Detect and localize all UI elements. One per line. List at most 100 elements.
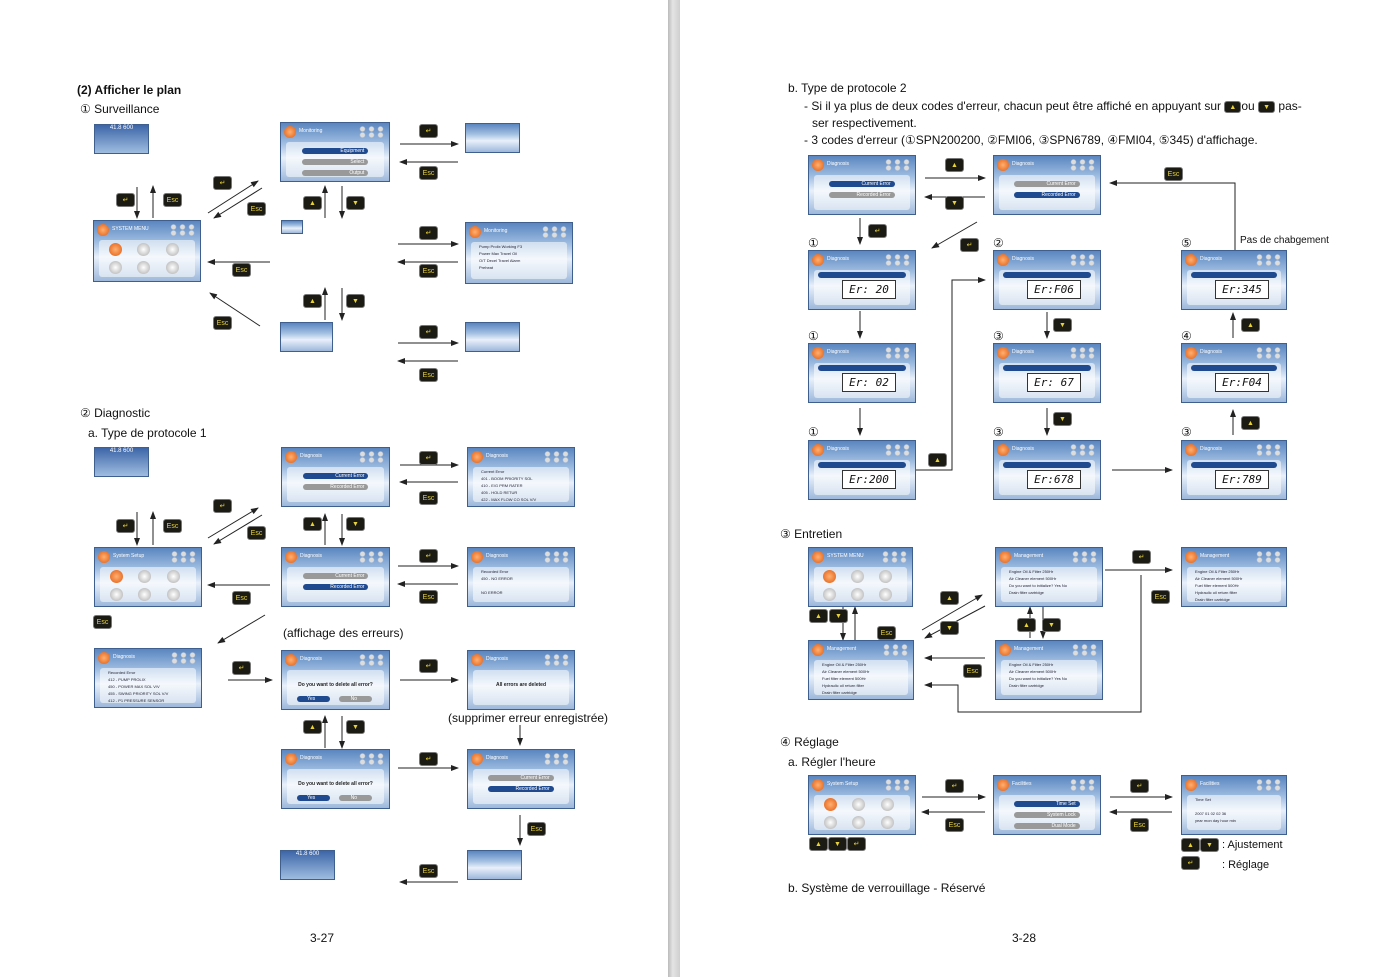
menu-dots-icon [1069, 444, 1097, 456]
menu-dots-icon [884, 347, 912, 359]
list-row: 2007 01 02 02 36 [1195, 811, 1227, 816]
menu-dots-icon [1255, 779, 1283, 791]
flow-connector [913, 277, 986, 471]
list-row: 422 - MAX FLOW CO SOL V/V [481, 497, 537, 502]
app-logo-icon [285, 451, 297, 463]
rpm-value: 600 [123, 448, 134, 454]
app-logo-icon [284, 126, 296, 138]
step-marker: ① [808, 425, 819, 439]
protocol-2-line2: ser respectivement. [812, 116, 917, 130]
app-logo-icon [471, 753, 483, 765]
menu-dots-icon [884, 444, 912, 456]
enter-key-icon: ↵ [868, 224, 887, 238]
menu-circle-icon [109, 588, 123, 601]
list-row: Drain filter cartridge [822, 690, 857, 695]
menu-dots-icon [881, 551, 909, 563]
screen-title: Diagnosis [1200, 256, 1222, 262]
list-row: Power Max Travel Oil [479, 251, 518, 256]
screen-panel: Er:200 [814, 460, 910, 495]
screen-title: Management [1014, 646, 1044, 652]
error-code-display: Er: 02 [842, 373, 896, 392]
app-logo-icon [471, 654, 483, 666]
list-row: Fuel filter element 500Hr [1195, 583, 1239, 588]
page-number-right: 3-28 [1012, 931, 1037, 945]
esc-key-icon: Esc [1151, 590, 1170, 604]
app-logo-icon [469, 226, 481, 238]
current-error-bar [818, 272, 906, 278]
app-logo-icon [1185, 779, 1197, 791]
page-number-left: 3-27 [310, 931, 335, 945]
esc-key-icon: Esc [419, 491, 438, 505]
esc-key-icon: Esc [419, 590, 438, 604]
app-logo-icon [812, 779, 824, 791]
screen-title: Management [1200, 553, 1230, 559]
app-logo-icon [98, 652, 110, 664]
menu-bar: Current Error [302, 573, 369, 579]
error-code-display: Er:789 [1215, 470, 1269, 489]
app-logo-icon [812, 347, 824, 359]
esc-key-icon: Esc [213, 316, 232, 330]
menu-bar: Current Error [1014, 181, 1080, 187]
screen-thumbnail-small [281, 220, 303, 234]
screen-title: Diagnosis [300, 755, 322, 761]
list-row: Current Error [481, 469, 505, 474]
menu-circle-icon [167, 570, 181, 583]
list-row: Hydraulic oil return filter [1195, 590, 1238, 595]
menu-dots-icon [882, 644, 910, 656]
list-row: Recorded Error [108, 670, 136, 675]
screen-panel: Er:789 [1187, 460, 1281, 495]
esc-key-icon: Esc [1130, 818, 1149, 832]
down-key-icon: ▼ [945, 196, 964, 210]
app-logo-icon [1185, 551, 1197, 563]
flow-connector [924, 575, 1142, 713]
esc-key-icon: Esc [419, 864, 438, 878]
screen-title: Facilities [1200, 781, 1220, 787]
current-error-bar [1191, 365, 1277, 371]
screen-title: Diagnosis [1012, 256, 1034, 262]
up-key-icon: ▲ [1017, 618, 1036, 632]
esc-key-icon: Esc [945, 818, 964, 832]
down-key-icon: ▼ [940, 621, 959, 635]
enter-key-icon: ↵ [1181, 856, 1200, 870]
rpm-value: 600 [309, 851, 320, 857]
menu-dots-icon [1255, 444, 1283, 456]
enter-key-icon: ↵ [419, 325, 438, 339]
esc-key-icon: Esc [163, 193, 182, 207]
enter-key-icon: ↵ [1130, 779, 1149, 793]
list-row: Engine Oil & Filter 250Hr [1195, 569, 1240, 574]
current-error-bar [1191, 272, 1277, 278]
list-row: Engine Oil & Filter 250Hr [1009, 662, 1054, 667]
enter-key-icon: ↵ [1132, 550, 1151, 564]
rpm-value: 600 [123, 125, 134, 131]
screen-title: Diagnosis [827, 161, 849, 167]
menu-circle-icon [166, 261, 180, 274]
gauge-value: 41.8 [295, 851, 308, 857]
menu-dots-icon [543, 753, 571, 765]
menu-circle-icon [108, 243, 122, 256]
screen-panel: Er: 20 [814, 270, 910, 305]
app-logo-icon [1185, 347, 1197, 359]
menu-circle-icon [108, 261, 122, 274]
dialog-button: Yes [296, 696, 330, 702]
section-heading: (2) Afficher le plan [77, 83, 182, 97]
flow-arrow [217, 614, 266, 644]
screen-title: Diagnosis [486, 656, 508, 662]
down-key-icon: ▼ [829, 609, 848, 623]
app-logo-icon [997, 444, 1009, 456]
list-row [1195, 804, 1273, 809]
list-row: Air Cleaner element 500Hr [1009, 576, 1057, 581]
enter-key-icon: ↵ [419, 549, 438, 563]
